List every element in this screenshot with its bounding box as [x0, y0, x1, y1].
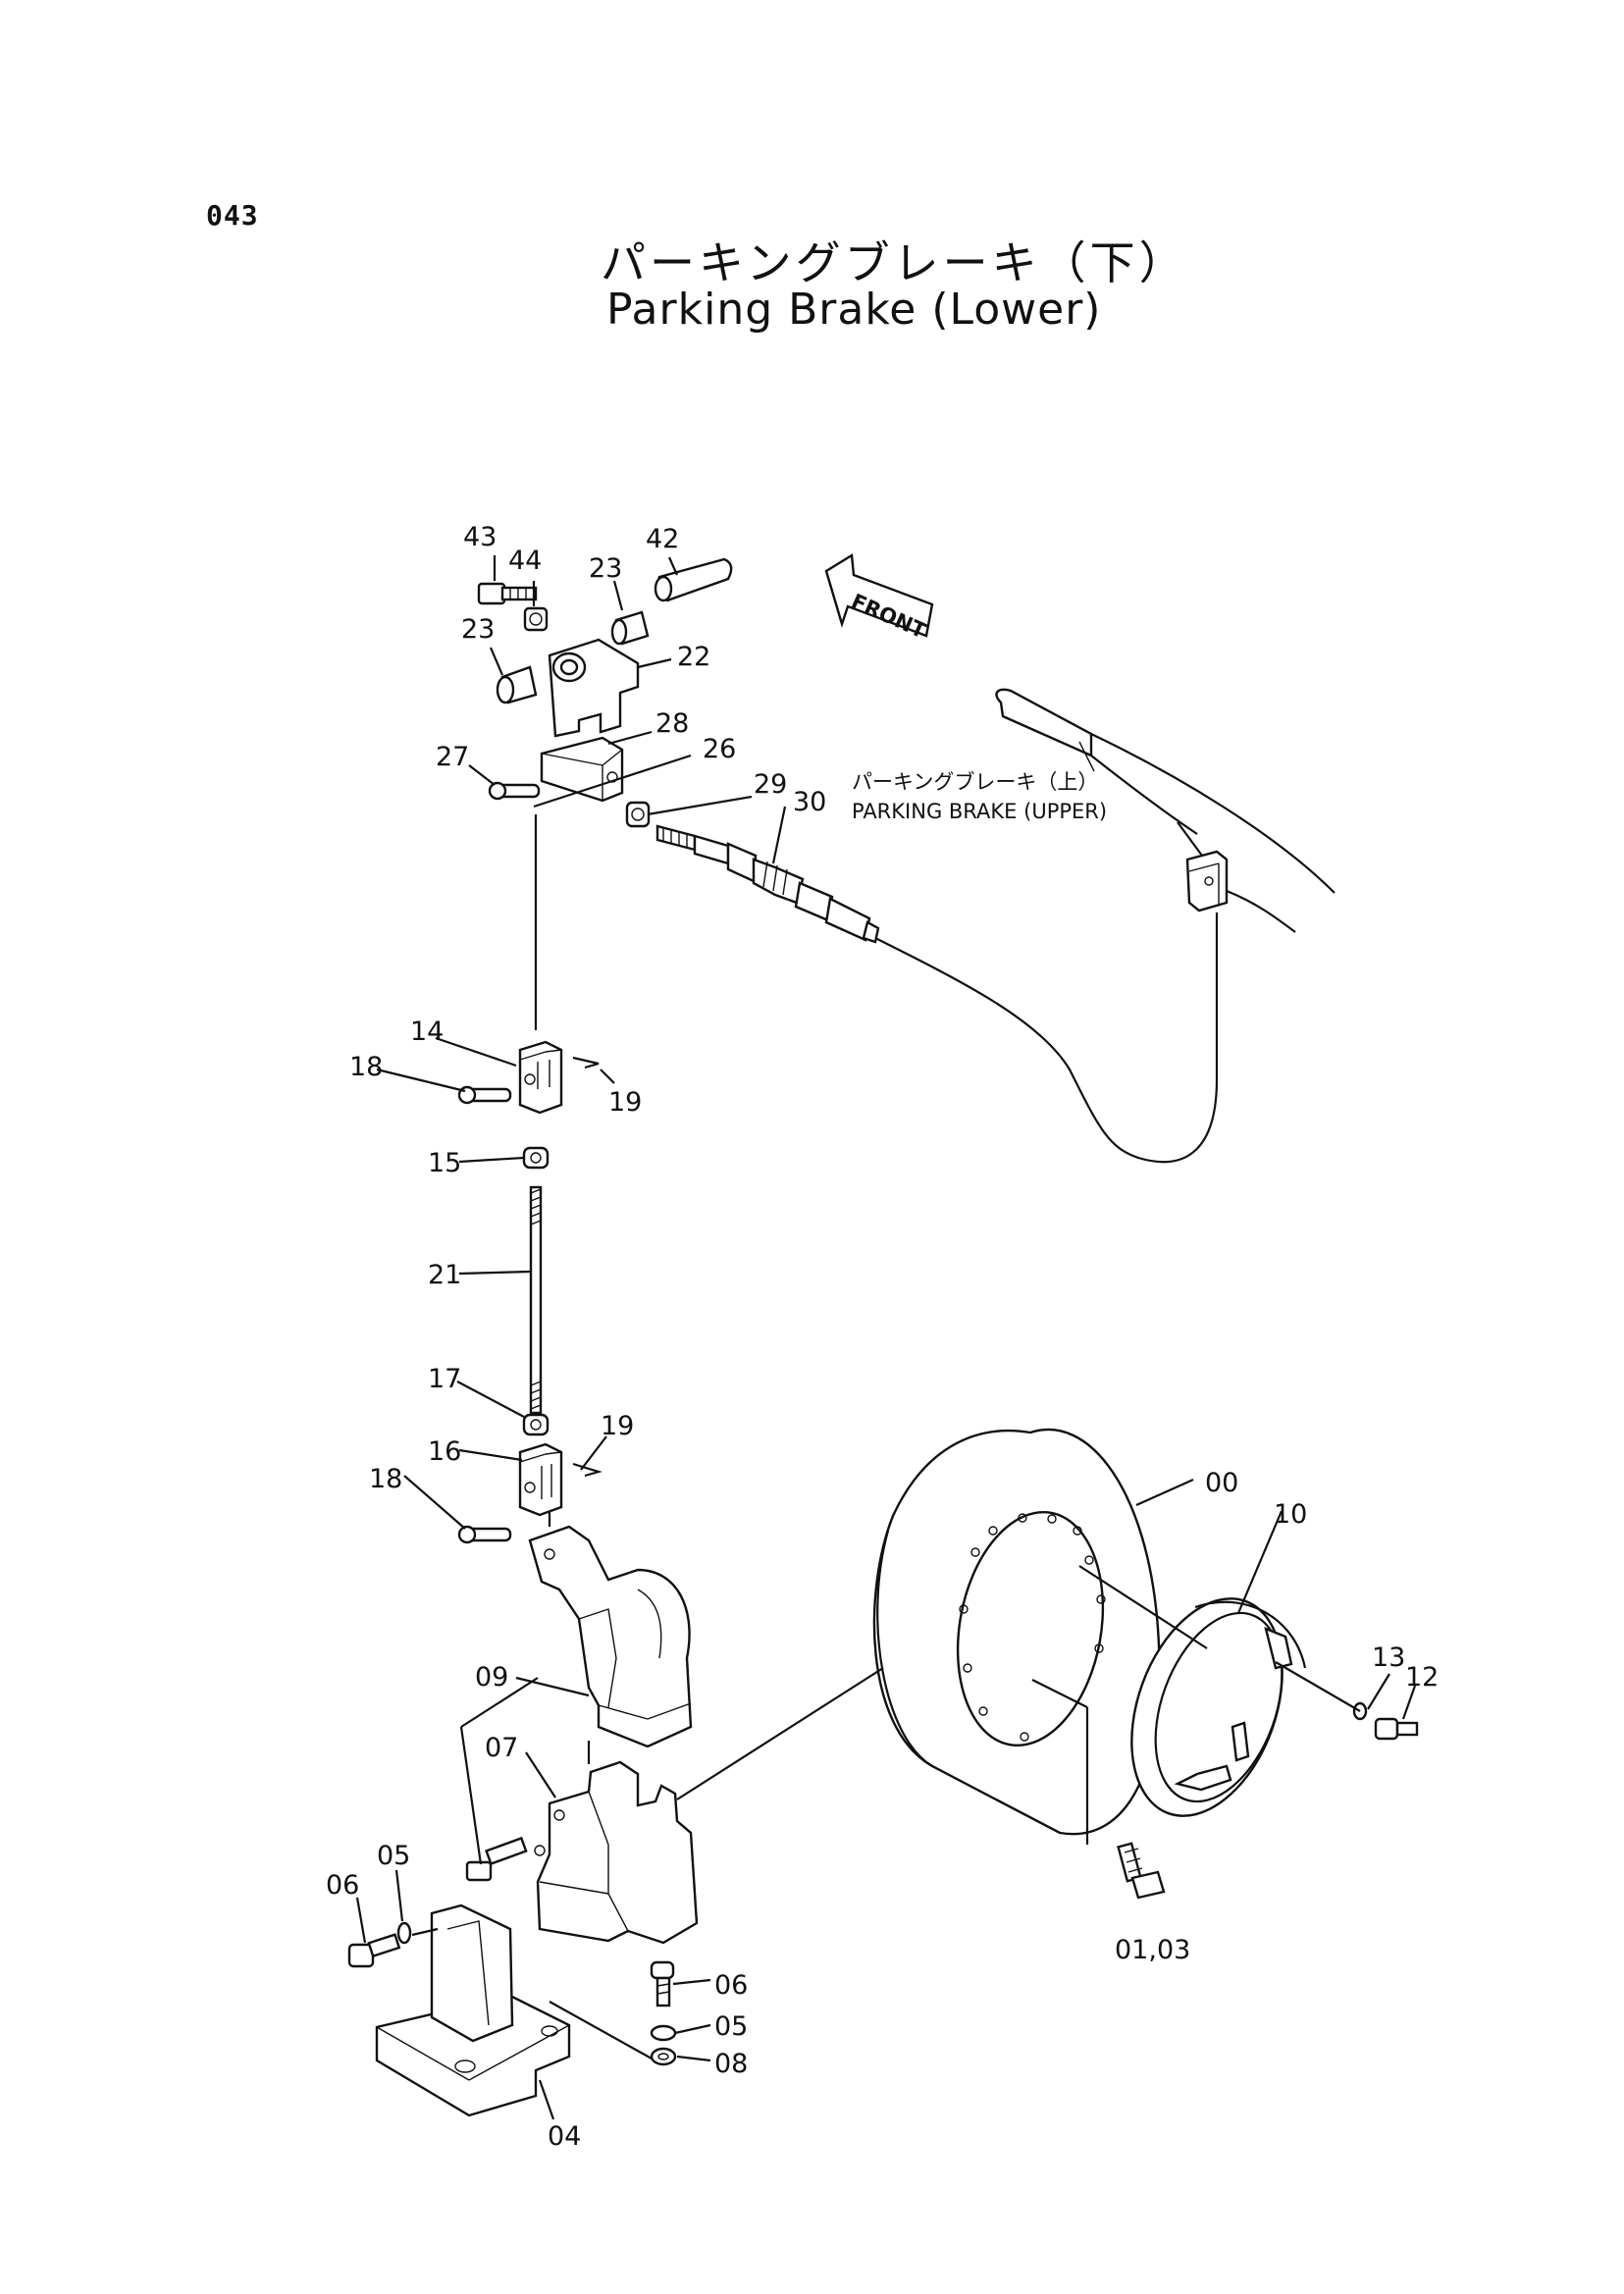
- callout-27: 27: [436, 742, 469, 772]
- note-upper-en: PARKING BRAKE (UPPER): [852, 800, 1107, 823]
- part-01-03-bolt: [1117, 1842, 1166, 1900]
- part-06-bolt-right: [650, 1960, 675, 2007]
- part-15-nut: [522, 1146, 550, 1170]
- callout-44: 44: [508, 546, 542, 576]
- callout-16: 16: [428, 1436, 461, 1467]
- callout-42: 42: [646, 524, 679, 554]
- part-18-pin-upper: [457, 1085, 512, 1105]
- centerline-bolt-base: [411, 1927, 439, 1937]
- part-29-nut: [625, 801, 651, 828]
- callout-06-left: 06: [326, 1870, 359, 1901]
- part-16-clevis: [518, 1442, 563, 1517]
- brake-cable: [874, 912, 1219, 1164]
- part-12-bolt-drum: [1374, 1717, 1419, 1741]
- callout-01-03: 01,03: [1115, 1935, 1190, 1965]
- part-09-bolt: [465, 1836, 528, 1882]
- part-18-pin-lower: [457, 1525, 512, 1544]
- centerline-bracket-disc: [676, 1667, 884, 1800]
- callout-19-upper: 19: [608, 1087, 642, 1118]
- part-22-lever: [548, 638, 640, 738]
- callout-17: 17: [428, 1364, 461, 1394]
- part-17-nut: [522, 1413, 550, 1436]
- callout-06-right: 06: [714, 1970, 748, 2001]
- centerline-disc-boltA: [1031, 1679, 1088, 1708]
- part-30-cable-end: [655, 824, 880, 944]
- leader-note-upper: [1177, 821, 1203, 857]
- leader-lines: [355, 555, 1417, 2120]
- part-19-cotter-upper: [572, 1056, 600, 1069]
- callout-19-lower: 19: [601, 1411, 634, 1441]
- callout-04: 04: [548, 2121, 581, 2152]
- part-43-bolt: [477, 582, 538, 605]
- callout-15: 15: [428, 1148, 461, 1178]
- callouts: 43 44 23 42 23 22 28 27 26 29 30 14 18 1…: [326, 522, 1439, 2152]
- part-14-clevis: [518, 1040, 563, 1115]
- part-06-bolt-left: [347, 1933, 401, 1968]
- part-04-base: [375, 1903, 571, 2117]
- callout-05-left: 05: [377, 1841, 410, 1871]
- callout-14: 14: [410, 1017, 444, 1047]
- part-42-pin: [654, 557, 733, 602]
- part-44-nut: [523, 606, 549, 632]
- part-05-washer-left: [396, 1921, 412, 1945]
- callout-43: 43: [463, 522, 497, 552]
- part-07-bracket: [534, 1760, 699, 1945]
- callout-26: 26: [703, 734, 736, 764]
- callout-23-lower: 23: [461, 614, 495, 645]
- part-10-brake-drum: [1130, 1597, 1307, 1817]
- centerline-drum-bolt: [1275, 1661, 1361, 1712]
- part-19-cotter-lower: [572, 1462, 602, 1478]
- callout-18-lower: 18: [369, 1464, 402, 1494]
- callout-00: 00: [1205, 1468, 1238, 1498]
- part-21-rod: [529, 1185, 543, 1415]
- callout-29: 29: [754, 769, 787, 800]
- centerline-base-washer: [549, 2001, 653, 2059]
- part-08-washer: [650, 2047, 677, 2066]
- part-27-pin: [488, 781, 541, 801]
- part-00-brake-disc: [872, 1428, 1161, 1836]
- callout-13: 13: [1372, 1642, 1405, 1673]
- callout-22: 22: [677, 642, 710, 672]
- callout-23-upper: 23: [589, 553, 622, 584]
- callout-12: 12: [1405, 1662, 1439, 1693]
- callout-10: 10: [1274, 1499, 1307, 1530]
- callout-18-upper: 18: [349, 1052, 383, 1082]
- part-23-bushing-upper: [610, 610, 650, 646]
- part-09-caliper: [528, 1525, 693, 1748]
- callout-07: 07: [485, 1733, 518, 1763]
- upper-lever-handle: [995, 688, 1336, 933]
- callout-08: 08: [714, 2049, 748, 2079]
- callout-28: 28: [655, 708, 689, 739]
- callout-21: 21: [428, 1260, 461, 1290]
- note-upper-jp: パーキングブレーキ（上）: [852, 770, 1098, 794]
- part-05-washer-right: [650, 2024, 677, 2042]
- front-direction-arrow: FRONT: [824, 552, 934, 643]
- centerline-disc-drum: [1078, 1565, 1208, 1649]
- callout-09: 09: [475, 1662, 508, 1693]
- title-english: Parking Brake (Lower): [606, 285, 1102, 335]
- upper-lever-bracket: [1185, 850, 1229, 912]
- callout-05-right: 05: [714, 2011, 748, 2042]
- title-japanese: パーキングブレーキ（下）: [601, 236, 1188, 289]
- page-number: 043: [206, 199, 259, 232]
- callout-30: 30: [793, 787, 826, 817]
- part-23-bushing-lower: [496, 665, 538, 704]
